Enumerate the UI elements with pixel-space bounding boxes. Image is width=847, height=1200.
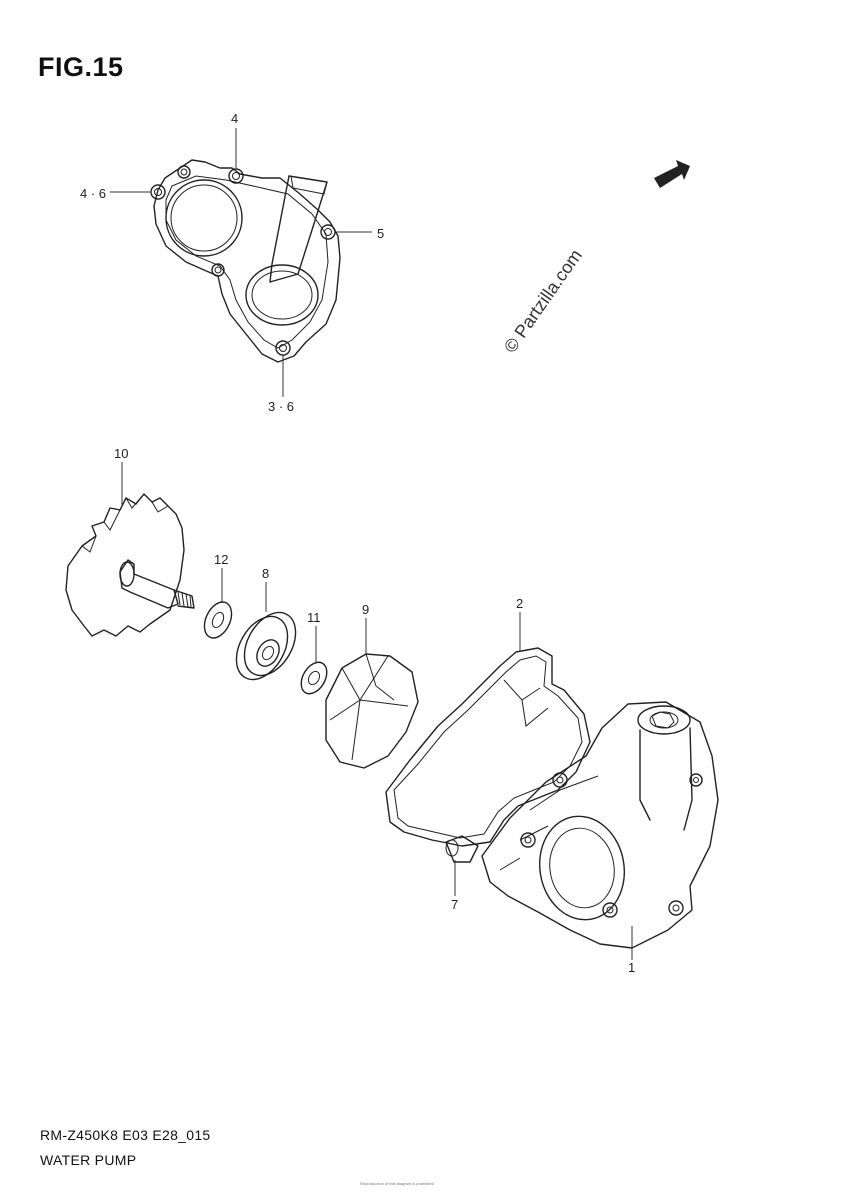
pump-body-part <box>481 701 719 949</box>
callout-3-6: 3 · 6 <box>268 399 295 414</box>
fwd-arrow-icon <box>654 160 690 188</box>
leader-lines <box>110 128 633 960</box>
callout-9: 9 <box>362 602 370 617</box>
pump-gear-part <box>65 493 195 637</box>
callout-4: 4 <box>231 111 239 126</box>
callout-1: 1 <box>628 960 636 975</box>
callout-2: 2 <box>516 596 524 611</box>
model-code: RM-Z450K8 E03 E28_015 <box>40 1127 211 1143</box>
washer-part <box>203 601 233 639</box>
impeller-part <box>325 653 419 769</box>
bearing-part <box>235 611 297 681</box>
callout-7: 7 <box>451 897 459 912</box>
seal-part <box>300 661 328 695</box>
part-name: WATER PUMP <box>40 1152 137 1168</box>
dowel-pin-part <box>445 835 479 863</box>
callout-11: 11 <box>307 610 321 625</box>
callout-8: 8 <box>262 566 270 581</box>
callout-12: 12 <box>214 552 229 567</box>
callout-10: 10 <box>114 446 129 461</box>
copyright-notice: Reproduction of this diagram is prohibit… <box>360 1181 434 1186</box>
gasket-part <box>385 647 591 847</box>
callout-4-6: 4 · 6 <box>80 186 107 201</box>
callout-5: 5 <box>377 226 385 241</box>
figure-label: FIG.15 <box>38 52 124 82</box>
pump-cover-part <box>150 159 341 363</box>
